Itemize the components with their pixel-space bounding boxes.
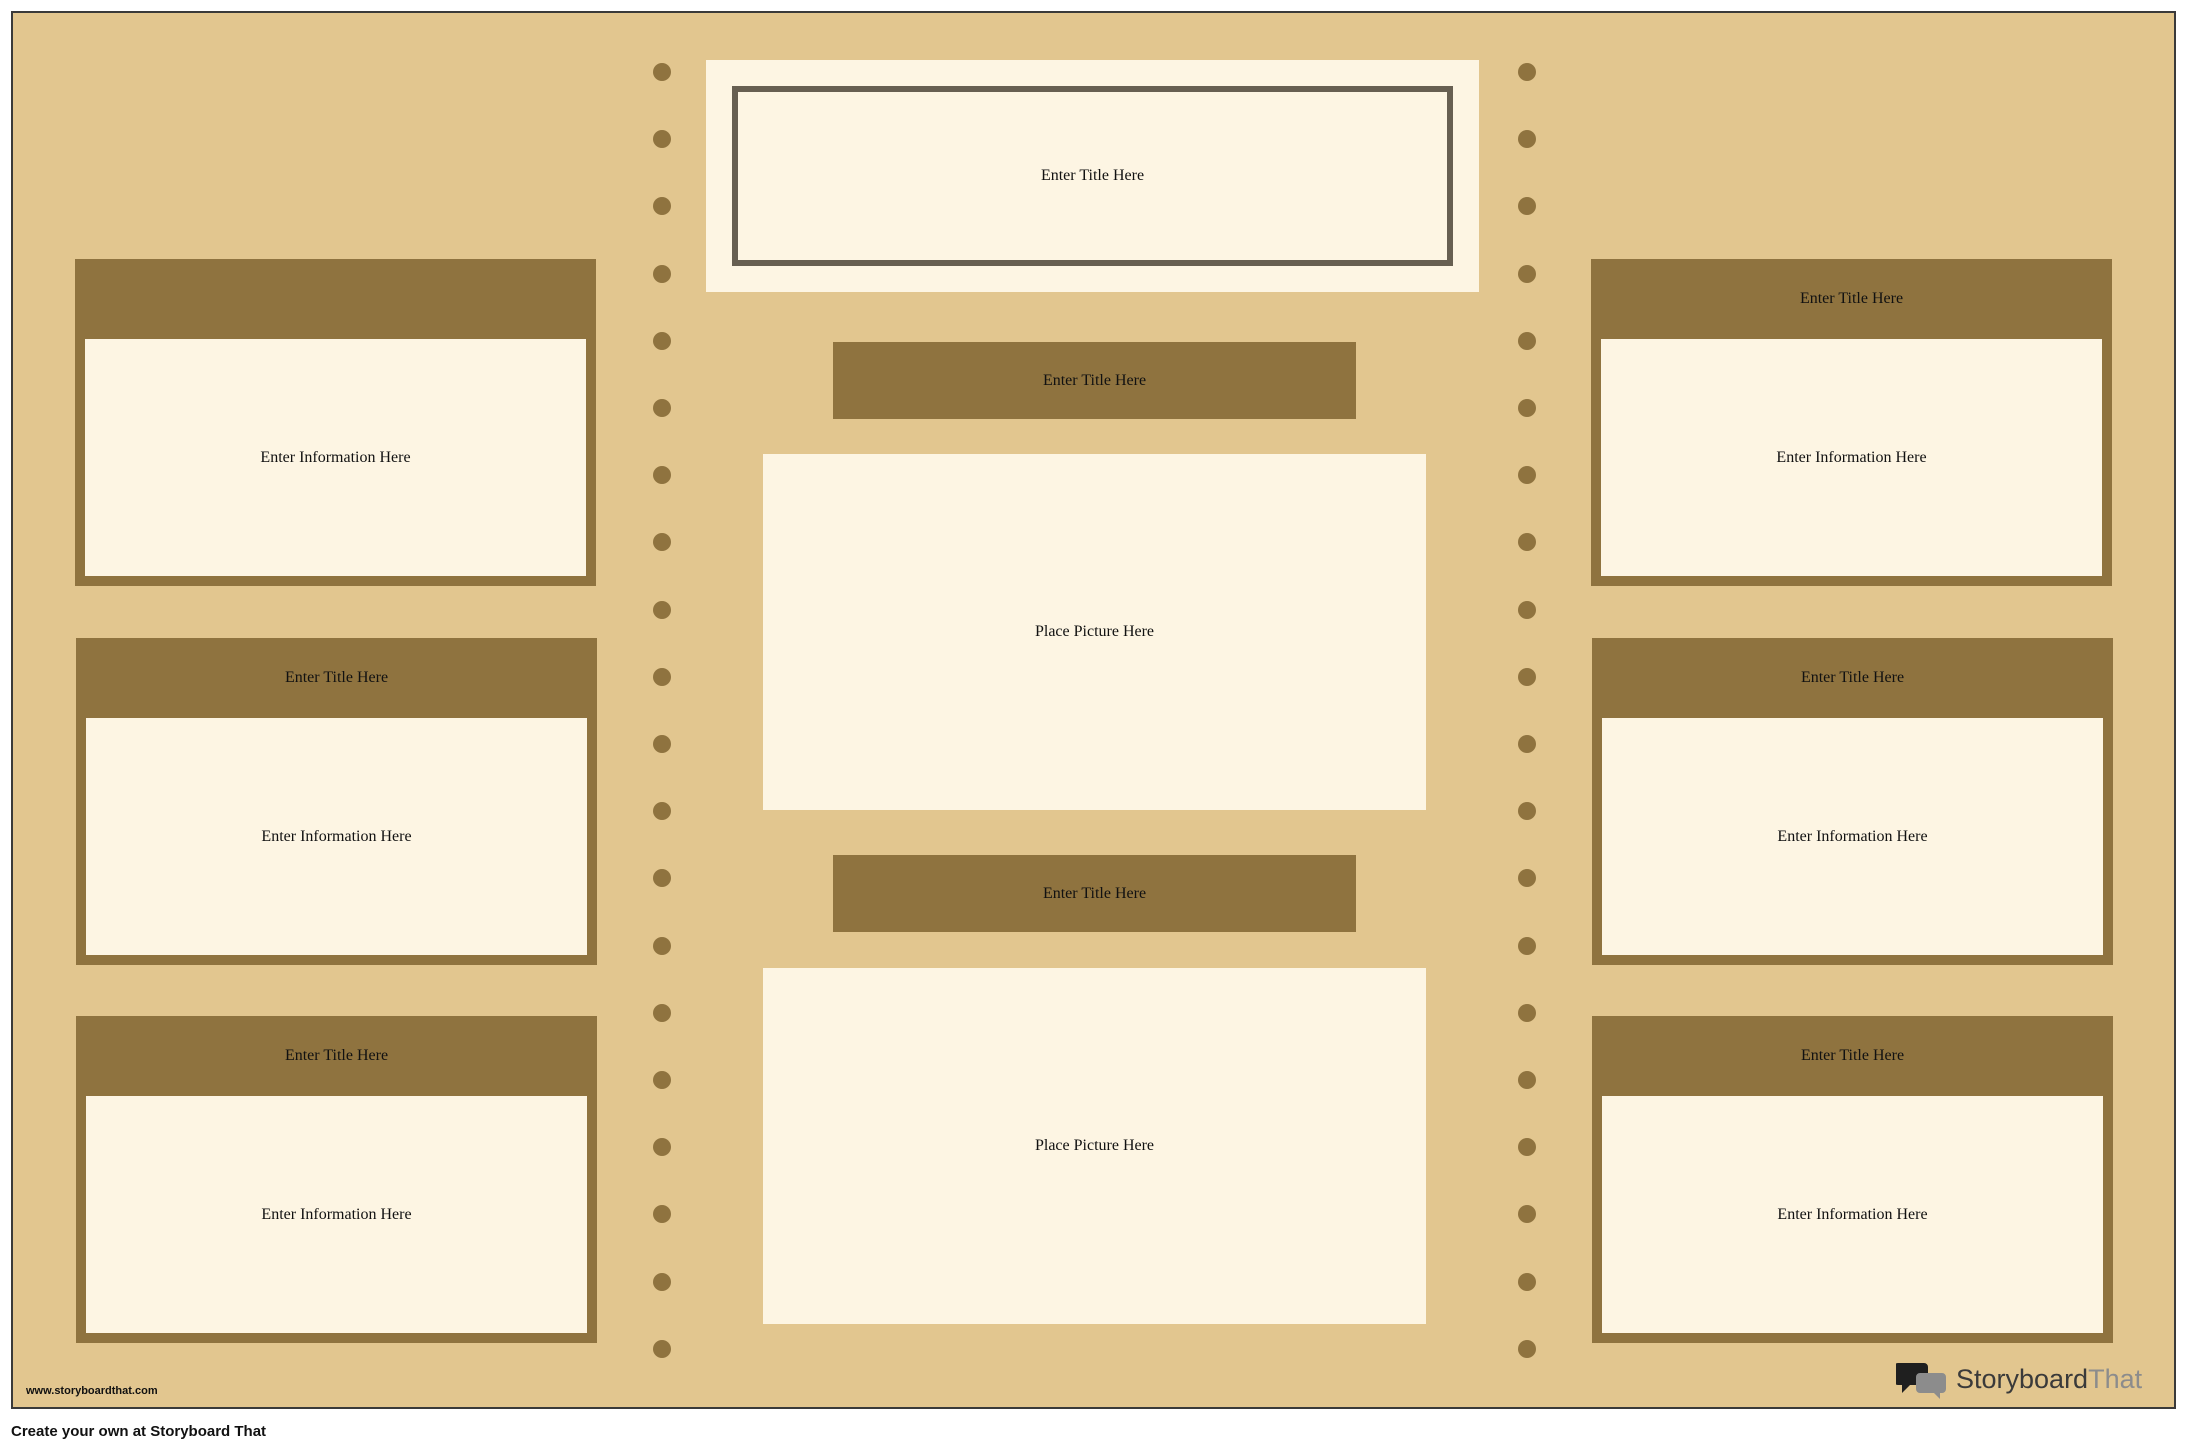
right-column-dot — [1518, 331, 1536, 350]
right-column-dot — [1518, 936, 1536, 955]
left-column-dot — [653, 667, 671, 686]
right-panel-3: Enter Title Here Enter Information Here — [1592, 1016, 2113, 1343]
right-column-dot — [1518, 1003, 1536, 1022]
left-panel-1-title[interactable] — [75, 259, 596, 339]
left-column-dot — [653, 1003, 671, 1022]
left-column-dot — [653, 600, 671, 619]
left-panel-2: Enter Title Here Enter Information Here — [76, 638, 597, 965]
left-panel-1-info-text: Enter Information Here — [260, 448, 411, 466]
right-panel-3-info-text: Enter Information Here — [1777, 1205, 1928, 1223]
footer-caption: Create your own at Storyboard That — [11, 1423, 267, 1440]
left-column-dot — [653, 331, 671, 350]
right-column-dot — [1518, 466, 1536, 485]
right-panel-2-info-text: Enter Information Here — [1777, 827, 1928, 845]
left-panel-2-info-text: Enter Information Here — [261, 827, 412, 845]
picture-placeholder-2-text: Place Picture Here — [1034, 1137, 1155, 1154]
left-column-dot — [653, 936, 671, 955]
left-column-dot — [653, 1205, 671, 1224]
right-panel-2: Enter Title Here Enter Information Here — [1592, 638, 2113, 965]
left-column-dot — [653, 735, 671, 753]
left-column-dot — [653, 63, 671, 81]
left-panel-3: Enter Title Here Enter Information Here — [76, 1016, 597, 1343]
right-panel-1-title[interactable]: Enter Title Here — [1799, 290, 1904, 307]
right-panel-2-title[interactable]: Enter Title Here — [1800, 669, 1905, 686]
right-column-dot — [1518, 1272, 1536, 1291]
main-title-frame: Enter Title Here — [706, 60, 1479, 292]
right-column-dot — [1518, 399, 1536, 417]
speech-bubbles-icon — [1896, 1363, 1946, 1399]
right-column-dot — [1518, 130, 1536, 149]
center-title-1-text: Enter Title Here — [1042, 371, 1147, 389]
left-panel-1-info[interactable]: Enter Information Here — [85, 339, 586, 576]
right-column-dot — [1518, 1138, 1536, 1157]
right-column-dot — [1518, 600, 1536, 619]
left-panel-3-title[interactable]: Enter Title Here — [284, 1047, 389, 1064]
left-column-dot — [653, 130, 671, 149]
left-column-dot — [653, 869, 671, 888]
right-column-dot — [1518, 264, 1536, 283]
right-column-dot — [1518, 63, 1536, 81]
left-column-dot — [653, 802, 671, 821]
left-column-dot — [653, 1339, 671, 1358]
left-column-dot — [653, 466, 671, 485]
right-column-dot — [1518, 197, 1536, 216]
right-column-dot — [1518, 1205, 1536, 1224]
right-panel-3-title[interactable]: Enter Title Here — [1800, 1047, 1905, 1064]
left-panel-2-info[interactable]: Enter Information Here — [86, 718, 587, 955]
left-panel-3-info[interactable]: Enter Information Here — [86, 1096, 587, 1333]
left-column-dot — [653, 1272, 671, 1291]
left-column-dot — [653, 533, 671, 552]
right-panel-3-info[interactable]: Enter Information Here — [1602, 1096, 2103, 1333]
center-title-2[interactable]: Enter Title Here — [833, 855, 1356, 932]
left-column-dot — [653, 399, 671, 417]
logo-text-storyboard: Storyboard — [1956, 1363, 2089, 1394]
right-column-dot — [1518, 1339, 1536, 1358]
main-title[interactable]: Enter Title Here — [732, 86, 1453, 266]
right-column-dot — [1518, 735, 1536, 753]
watermark-url: www.storyboardthat.com — [26, 1385, 158, 1397]
right-panel-1: Enter Title Here Enter Information Here — [1591, 259, 2112, 586]
picture-placeholder-2[interactable]: Place Picture Here — [763, 968, 1426, 1324]
right-panel-1-info[interactable]: Enter Information Here — [1601, 339, 2102, 576]
center-title-1[interactable]: Enter Title Here — [833, 342, 1356, 419]
left-column-dot — [653, 197, 671, 216]
picture-placeholder-1-text: Place Picture Here — [1034, 623, 1155, 640]
right-column-dot — [1518, 1071, 1536, 1089]
left-panel-1: Enter Information Here — [75, 259, 596, 586]
left-column-dot — [653, 1071, 671, 1089]
left-column-dot — [653, 1138, 671, 1157]
logo-text-that: That — [2088, 1363, 2143, 1394]
left-panel-3-info-text: Enter Information Here — [261, 1205, 412, 1223]
picture-placeholder-1[interactable]: Place Picture Here — [763, 454, 1426, 810]
right-panel-2-info[interactable]: Enter Information Here — [1602, 718, 2103, 955]
right-column-dot — [1518, 533, 1536, 552]
left-column-dot — [653, 264, 671, 283]
right-column-dot — [1518, 667, 1536, 686]
right-column-dot — [1518, 802, 1536, 821]
right-panel-1-info-text: Enter Information Here — [1776, 448, 1927, 466]
left-panel-2-title[interactable]: Enter Title Here — [284, 669, 389, 686]
center-title-2-text: Enter Title Here — [1042, 884, 1147, 902]
right-column-dot — [1518, 869, 1536, 888]
main-title-text: Enter Title Here — [1040, 167, 1145, 184]
